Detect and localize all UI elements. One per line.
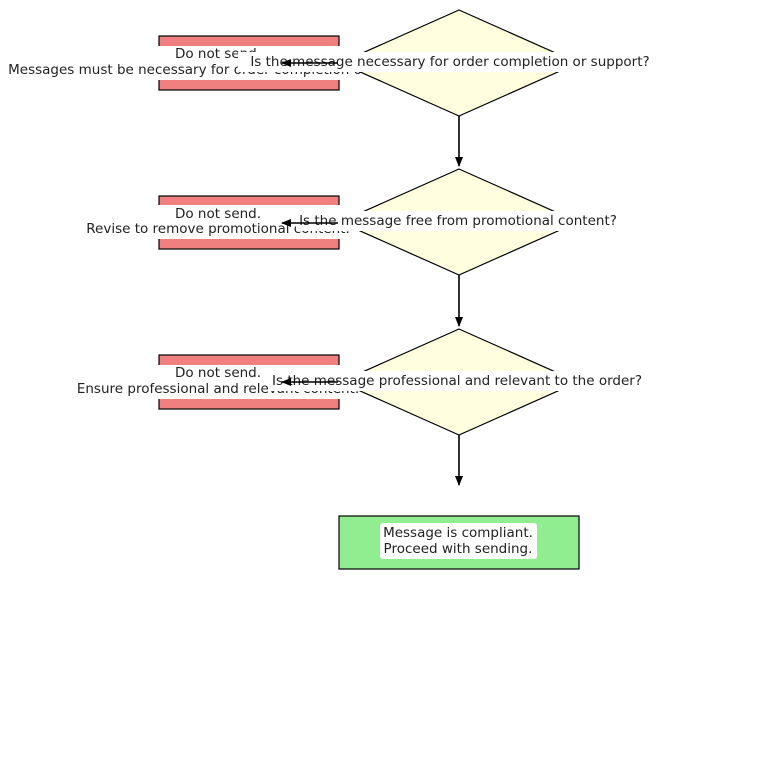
reject-node-3: Do not send. Ensure professional and rel… — [74, 354, 362, 410]
decision-label-bg-2 — [296, 211, 620, 231]
decision-node-2: Is the message free from promotional con… — [296, 168, 620, 276]
final-node: Message is compliant. Proceed with sendi… — [338, 515, 580, 570]
decision-label-bg-1 — [238, 52, 662, 72]
final-text-line1: Message is compliant. — [383, 525, 533, 541]
decision-text-1: Is the message necessary for order compl… — [250, 54, 649, 70]
reject-text-line1-3: Do not send. — [175, 365, 261, 381]
decision-label-bg-3 — [268, 371, 646, 391]
final-label-bg — [380, 523, 537, 559]
final-text-line2: Proceed with sending. — [384, 541, 533, 557]
decision-text-3: Is the message professional and relevant… — [272, 373, 642, 389]
decision-node-1: Is the message necessary for order compl… — [238, 9, 662, 117]
decision-node-3: Is the message professional and relevant… — [268, 328, 646, 436]
decision-text-2: Is the message free from promotional con… — [299, 213, 617, 229]
reject-text-line1-2: Do not send. — [175, 206, 261, 222]
